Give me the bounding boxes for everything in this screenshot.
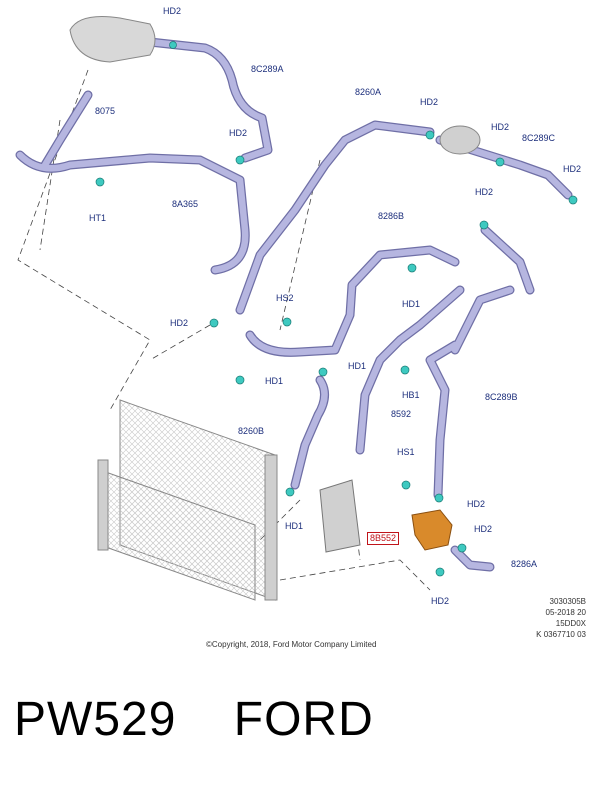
part-label-hd2-far: HD2 xyxy=(563,164,582,174)
small-reservoir xyxy=(439,125,481,155)
reference-code: 05-2018 20 xyxy=(545,608,586,617)
part-label-hd2-top: HD2 xyxy=(163,6,182,16)
part-label-8c289a: 8C289A xyxy=(251,64,284,74)
part-label-8286b: 8286B xyxy=(378,211,405,221)
part-label-hd2-bottom: HD2 xyxy=(431,596,450,606)
coolant-pump xyxy=(411,509,453,551)
reference-code: K 0367710 03 xyxy=(536,630,586,639)
image-caption: PW529 FORD xyxy=(14,693,374,746)
reference-code: 3030305B xyxy=(549,597,586,606)
part-label-hd2-pump2: HD2 xyxy=(474,524,493,534)
part-label-8c289b: 8C289B xyxy=(485,392,518,402)
part-label-8592: 8592 xyxy=(391,409,412,419)
part-label-8c289c: 8C289C xyxy=(522,133,556,143)
diagram-artwork xyxy=(15,16,578,601)
hoses xyxy=(15,37,573,572)
part-label-hd1-a: HD1 xyxy=(402,299,421,309)
part-label-8260a: 8260A xyxy=(355,87,382,97)
part-label-8260b: 8260B xyxy=(238,426,265,436)
clamps xyxy=(95,41,578,577)
part-label-hs1: HS1 xyxy=(397,447,415,457)
fan-shroud xyxy=(319,479,361,553)
part-label-hd2-tr: HD2 xyxy=(491,122,510,132)
part-label-hd2-mid: HD2 xyxy=(420,97,439,107)
part-label-hd2-l2: HD2 xyxy=(170,318,189,328)
reference-codes: 3030305B 05-2018 20 15DD0X K 0367710 03 xyxy=(536,596,586,640)
part-label-hd2-r2: HD2 xyxy=(475,187,494,197)
part-label-hd1-d: HD1 xyxy=(285,521,304,531)
copyright-notice: ©Copyright, 2018, Ford Motor Company Lim… xyxy=(206,640,377,649)
part-label-ht1: HT1 xyxy=(89,213,107,223)
part-label-hd1-b: HD1 xyxy=(348,361,367,371)
part-label-8286a: 8286A xyxy=(511,559,538,569)
part-label-8a365: 8A365 xyxy=(172,199,199,209)
part-label-8075: 8075 xyxy=(95,106,116,116)
radiator xyxy=(97,399,278,601)
part-label-hd2-pump: HD2 xyxy=(467,499,486,509)
part-label-hs2: HS2 xyxy=(276,293,294,303)
reference-code: 15DD0X xyxy=(555,619,586,628)
part-label-hd2-left: HD2 xyxy=(229,128,248,138)
part-label-hb1: HB1 xyxy=(402,390,420,400)
cooling-system-diagram: HD2 8C289A 8075 HD2 8260A HD2 HD2 8C289C… xyxy=(15,6,586,649)
part-label-hd1-c: HD1 xyxy=(265,376,284,386)
highlighted-part-label-8b552: 8B552 xyxy=(367,532,400,545)
expansion-tank xyxy=(69,16,156,63)
